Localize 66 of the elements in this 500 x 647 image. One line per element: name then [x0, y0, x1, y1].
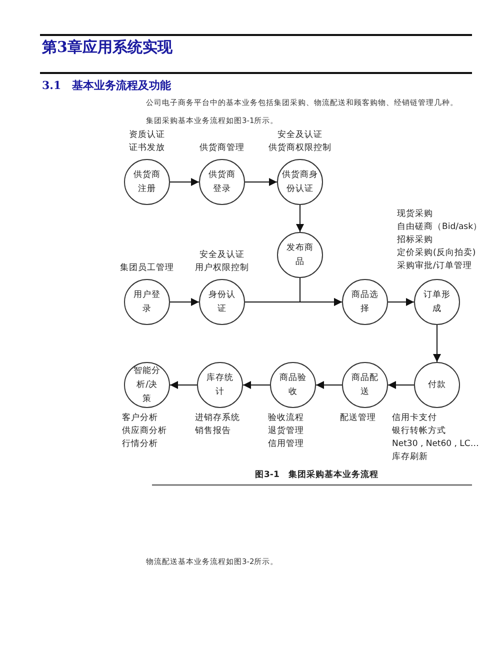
annotation-text: 进销存系统 — [195, 412, 240, 425]
annotation-text: 安全及认证 — [278, 129, 322, 142]
node-label: 付款 — [427, 379, 447, 392]
annotation-text: 用户权限控制 — [195, 262, 249, 275]
annotation-text: 库存刷新 — [392, 451, 428, 464]
arrow — [316, 381, 342, 389]
arrow — [242, 381, 270, 389]
annotation-text: 现货采购 — [397, 208, 433, 221]
arrow — [433, 324, 441, 362]
chapter-title: 第3章应用系统实现 — [42, 38, 172, 57]
section-heading: 3.1 基本业务流程及功能 — [42, 78, 172, 93]
node-label: 订单形成 — [424, 289, 450, 316]
annotation-text: 信用管理 — [268, 438, 304, 451]
process-circle — [124, 279, 170, 325]
arrow — [170, 298, 200, 306]
annotation-text: 供货商权限控制 — [268, 142, 332, 155]
arrow — [170, 178, 200, 186]
annotation-text: 配送管理 — [340, 412, 376, 425]
arrow — [388, 381, 414, 389]
node-label: 供货商登录 — [208, 169, 236, 196]
arrow — [244, 178, 278, 186]
arrow — [296, 204, 304, 232]
annotation-text: 资质认证 — [129, 129, 165, 142]
node-label: 智能分析/决策 — [134, 365, 160, 406]
process-circle — [342, 362, 388, 408]
node-label: 商品验收 — [280, 372, 306, 399]
annotation-text: 退货管理 — [268, 425, 304, 438]
process-circle — [124, 362, 170, 408]
annotation-text: 集团员工管理 — [120, 262, 174, 275]
process-circle — [197, 362, 243, 408]
node-label: 身份认证 — [208, 289, 236, 316]
process-circle — [414, 362, 460, 408]
node-label: 供货商注册 — [134, 169, 160, 196]
annotation-text: Net30 , Net60 , LC… — [392, 438, 479, 451]
process-circle — [414, 279, 460, 325]
annotation-text: 银行转帐方式 — [392, 425, 446, 438]
annotation-text: 招标采购 — [397, 234, 433, 247]
process-circle — [277, 159, 323, 205]
node-label: 商品配送 — [352, 372, 378, 399]
annotation-text: 客户分析 — [122, 412, 158, 425]
node-label: 用户登录 — [134, 289, 160, 316]
process-circle — [277, 232, 323, 278]
annotation-text: 信用卡支付 — [392, 412, 437, 425]
process-circle — [124, 159, 170, 205]
annotation-text: 证书发放 — [129, 142, 165, 155]
arrow — [300, 278, 342, 306]
annotation-text: 销售报告 — [195, 425, 231, 438]
node-label: 库存统计 — [206, 372, 234, 399]
annotation-text: 行情分析 — [122, 438, 158, 451]
arrow — [388, 298, 414, 306]
node-label: 供货商身份认证 — [282, 169, 318, 196]
process-circle — [199, 279, 245, 325]
annotation-text: 自由磋商（Bid/ask） — [397, 221, 482, 234]
process-circle — [199, 159, 245, 205]
annotation-text: 供应商分析 — [122, 425, 167, 438]
node-label: 商品选择 — [352, 289, 378, 316]
figure-caption: 图3-1 集团采购基本业务流程 — [255, 469, 378, 481]
annotation-text: 验收流程 — [268, 412, 304, 425]
annotation-text: 采购审批/订单管理 — [397, 260, 472, 273]
arrow — [170, 381, 198, 389]
node-label: 发布商品 — [286, 242, 314, 269]
annotation-text: 定价采购(反向拍卖) — [397, 247, 476, 260]
process-circle — [270, 362, 316, 408]
process-circle — [342, 279, 388, 325]
annotation-text: 供货商管理 — [200, 142, 244, 155]
annotation-text: 安全及认证 — [200, 249, 244, 262]
